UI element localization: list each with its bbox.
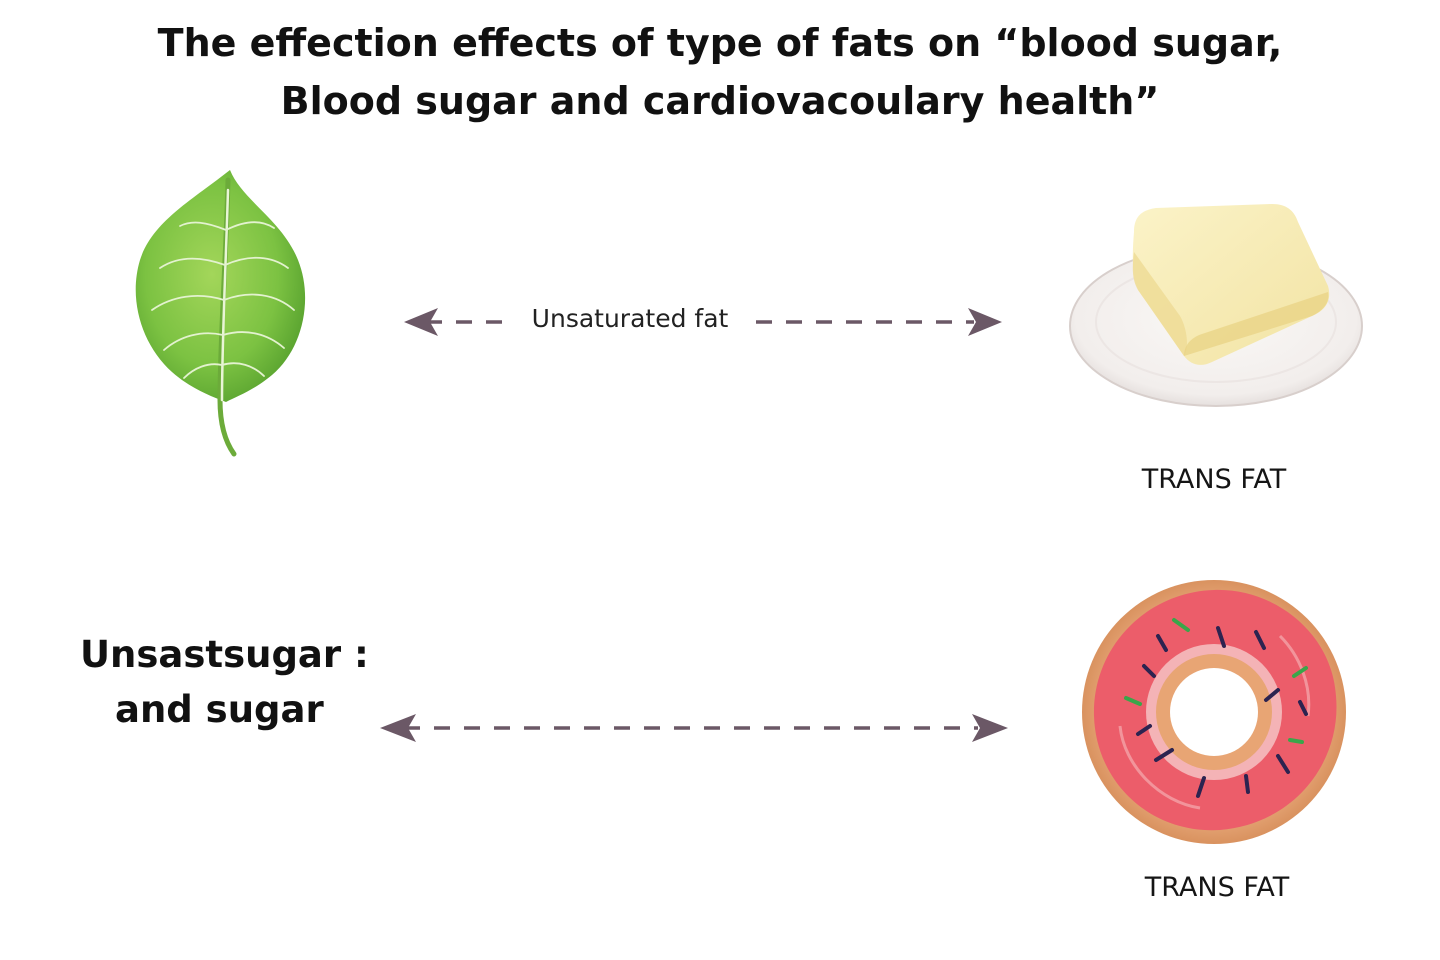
arrow-label-unsaturated-fat: Unsaturated fat bbox=[514, 300, 746, 340]
leaf-icon bbox=[135, 170, 306, 457]
title-line-1: The effection effects of type of fats on… bbox=[157, 21, 1283, 65]
diagram-title: The effection effects of type of fats on… bbox=[0, 14, 1440, 130]
donut-caption: TRANS FAT bbox=[1144, 872, 1290, 903]
donut-icon bbox=[1082, 580, 1346, 844]
title-line-2: Blood sugar and cardiovacoulary health” bbox=[280, 79, 1160, 123]
bottom-left-label-line-1: Unsastsugar : bbox=[80, 633, 369, 676]
sugar-arrow bbox=[380, 714, 1008, 742]
butter-caption: TRANS FAT bbox=[1141, 464, 1287, 495]
bottom-left-label-line-2: and sugar bbox=[115, 688, 324, 731]
butter-on-plate-icon bbox=[1069, 204, 1363, 407]
